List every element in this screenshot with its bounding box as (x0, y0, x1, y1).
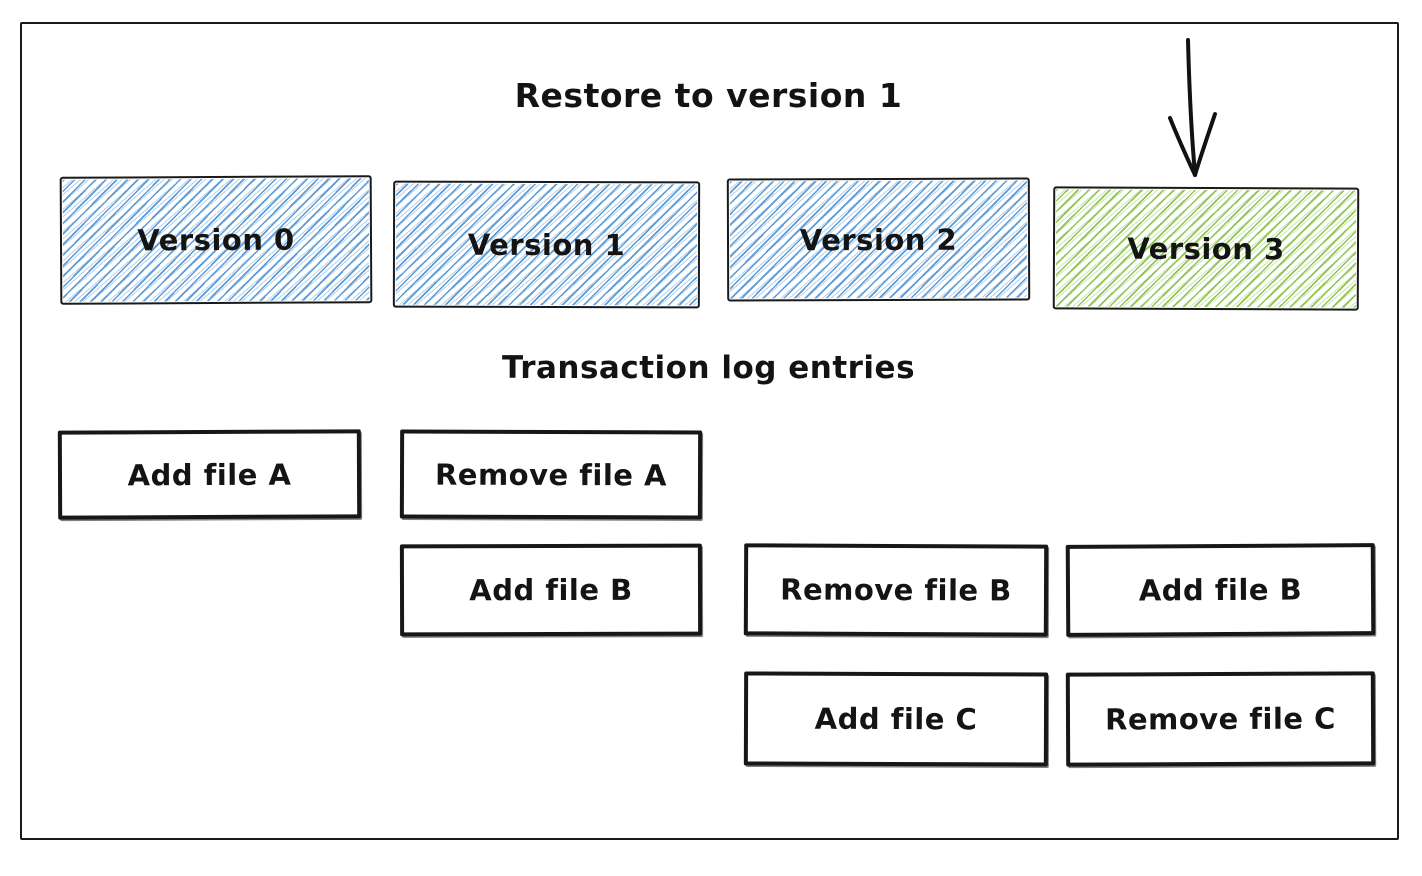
log-entry-label: Add file B (469, 572, 633, 608)
log-entry-label: Remove file B (780, 572, 1012, 608)
version-label: Version 3 (1127, 231, 1285, 266)
version-label: Version 1 (467, 227, 626, 262)
log-entry-label: Add file A (127, 457, 292, 492)
version-box: Version 1 (392, 180, 701, 309)
diagram-title: Restore to version 1 (514, 76, 903, 115)
log-entry-label: Add file B (1138, 572, 1303, 608)
version-box: Version 0 (59, 175, 373, 305)
version-box: Version 2 (726, 177, 1031, 302)
log-entry-label: Add file C (814, 701, 978, 737)
log-entry-box: Add file C (743, 671, 1049, 767)
version-label: Version 2 (799, 222, 958, 257)
log-entries-title: Transaction log entries (501, 350, 916, 386)
log-entry-box: Add file B (1065, 543, 1376, 637)
version-label: Version 0 (137, 222, 295, 258)
log-entry-label: Remove file C (1104, 701, 1336, 737)
log-entry-box: Remove file C (1065, 671, 1376, 767)
log-entry-box: Add file B (399, 543, 703, 637)
log-entry-box: Add file A (57, 429, 362, 520)
version-box: Version 3 (1052, 186, 1360, 311)
log-entry-box: Remove file A (399, 429, 703, 520)
down-arrow-icon (1168, 38, 1217, 177)
log-entry-label: Remove file A (434, 457, 668, 492)
log-entry-box: Remove file B (743, 543, 1049, 637)
